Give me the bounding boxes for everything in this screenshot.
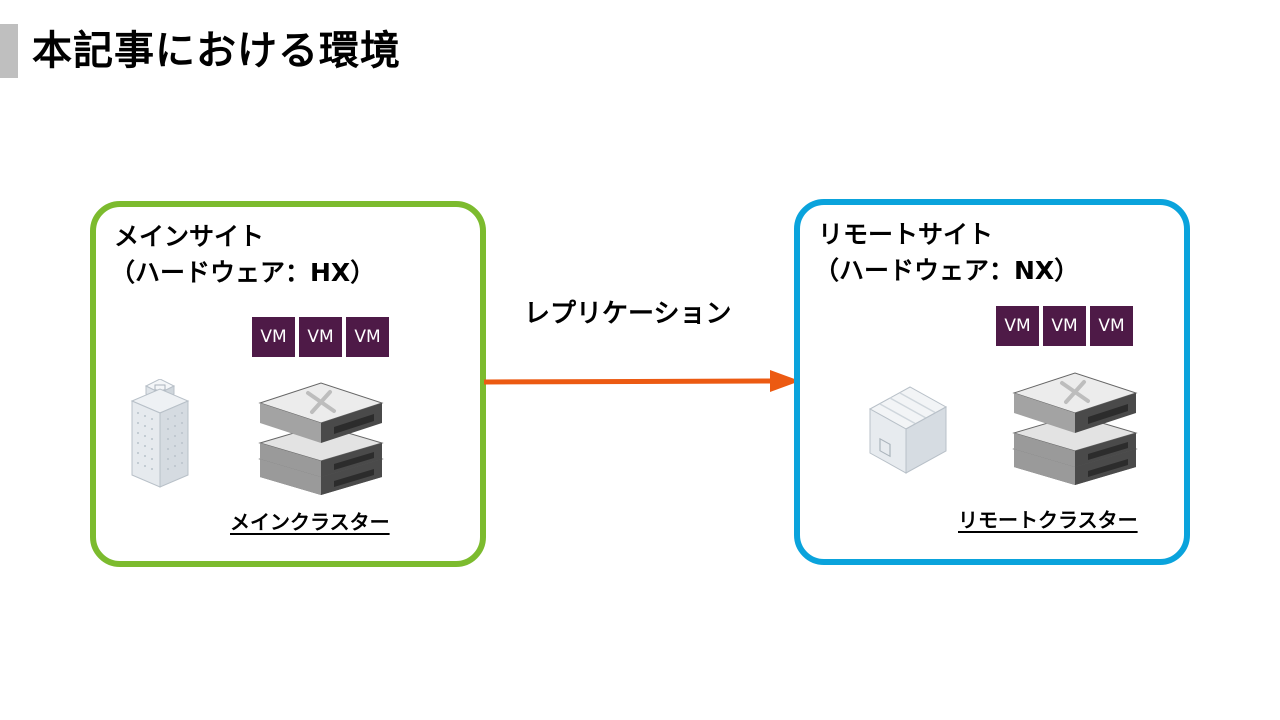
replication-arrow [484, 370, 800, 392]
main-site-hardware: （ハードウェア：HX） [110, 258, 376, 287]
remote-site-box: リモートサイト （ハードウェア：NX） VM VM VM [794, 199, 1190, 565]
vm-box: VM [299, 317, 342, 357]
vm-box: VM [996, 306, 1039, 346]
small-building-icon [868, 386, 948, 474]
main-site-name: メインサイト [114, 222, 265, 251]
main-cluster-label: メインクラスター [230, 510, 390, 534]
main-site-box: メインサイト （ハードウェア：HX） VM VM VM [90, 201, 486, 567]
server-stack-icon [258, 382, 384, 495]
arrow-shaft [484, 378, 777, 385]
title-accent-bar [0, 24, 18, 78]
vm-box: VM [1090, 306, 1133, 346]
replication-label: レプリケーション [524, 299, 732, 329]
remote-site-hardware: （ハードウェア：NX） [814, 256, 1080, 285]
main-vm-row: VM VM VM [252, 317, 389, 357]
slide-title: 本記事における環境 [32, 28, 401, 74]
vm-box: VM [346, 317, 389, 357]
remote-site-name: リモートサイト [818, 220, 994, 249]
remote-cluster-label: リモートクラスター [958, 508, 1138, 532]
server-stack-icon [1012, 372, 1138, 485]
office-building-icon [130, 379, 190, 488]
vm-box: VM [252, 317, 295, 357]
arrow-head [770, 370, 800, 392]
vm-box: VM [1043, 306, 1086, 346]
remote-vm-row: VM VM VM [996, 306, 1133, 346]
